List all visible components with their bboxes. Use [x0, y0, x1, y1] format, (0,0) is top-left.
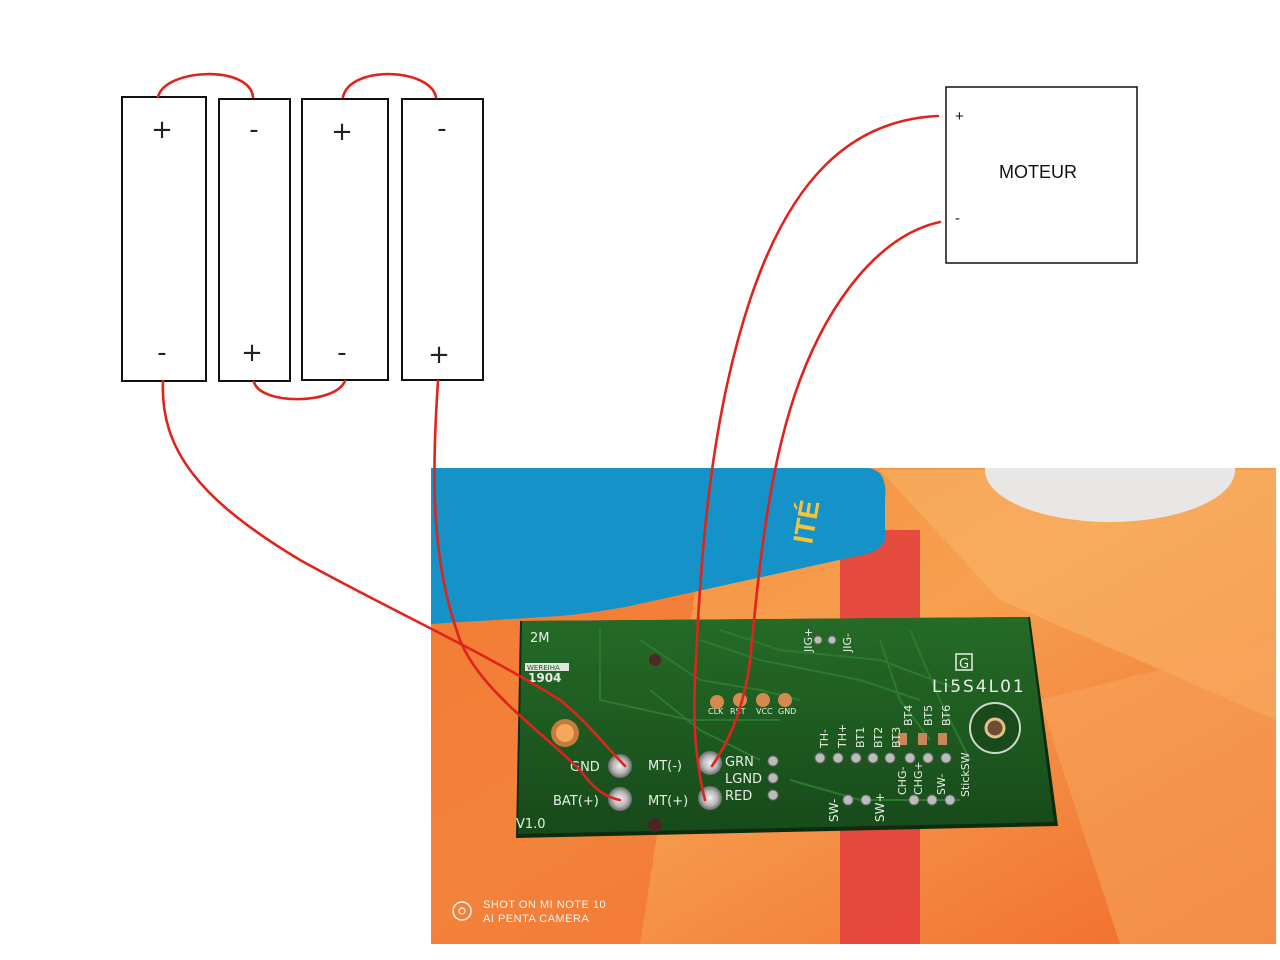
pcb-rot-label-sticksw-11: StickSW	[959, 752, 972, 797]
pcb-label-sw-plus: SW+	[873, 792, 887, 822]
wire-motor-plus	[693, 114, 940, 802]
pcb-label-jig-minus: JIG-	[841, 633, 854, 653]
pcb-label-bat-plus: BAT(+)	[553, 794, 599, 809]
camera-line-2: AI PENTA CAMERA	[483, 913, 589, 925]
wires	[156, 72, 942, 802]
pcb-label-g: G	[959, 657, 969, 672]
wire-battery-minus-to-gnd	[161, 379, 627, 768]
pcb-label-mt-plus: MT(+)	[648, 794, 688, 809]
pcb-rot-label-chg-8: CHG-	[896, 767, 909, 795]
wire-jumper-2-3	[252, 379, 347, 401]
pcb-rot-label-bt2-3: BT2	[872, 727, 885, 748]
wire-jumper-3-4	[341, 72, 438, 99]
battery-1-top: +	[151, 115, 173, 145]
pcb-label-jig-plus: JIG+	[802, 628, 815, 653]
pcb-rot-label-bt1-2: BT1	[854, 727, 867, 748]
pcb-rot-label-th-0: TH-	[818, 729, 831, 749]
pcb-photo: ITÉ	[431, 468, 1276, 944]
battery-1-bottom: -	[157, 338, 166, 368]
battery-3-bottom: -	[337, 338, 346, 368]
battery-4-top: -	[437, 114, 446, 144]
pcb-label-mt-minus: MT(-)	[648, 759, 682, 774]
camera-line-1: SHOT ON MI NOTE 10	[483, 899, 606, 911]
pcb-rot-label-bt5-6: BT5	[922, 705, 935, 726]
pcb-label-grn: GRN	[725, 755, 754, 770]
motor-plus: +	[955, 108, 964, 125]
pcb-label-2m: 2M	[530, 631, 550, 646]
battery-2-bottom: +	[241, 338, 263, 368]
pcb-rot-label-th-1: TH+	[836, 724, 849, 749]
card-text: ITÉ	[787, 498, 825, 546]
battery-1: + -	[121, 96, 207, 382]
pcb-rot-label-bt4-5: BT4	[902, 705, 915, 726]
pcb-pad-label-clk: CLK	[708, 707, 724, 716]
pcb-label-version: V1.0	[516, 817, 546, 832]
pcb-rot-label-chg-9: CHG+	[912, 761, 925, 795]
wire-battery-plus-to-bat	[433, 379, 622, 802]
blue-card	[431, 468, 886, 624]
battery-3-top: +	[331, 117, 353, 147]
battery-2: - +	[218, 98, 291, 382]
camera-watermark: SHOT ON MI NOTE 10 AI PENTA CAMERA	[452, 899, 606, 925]
pcb-label-gnd: GND	[570, 760, 600, 775]
pcb-label-date: 1904	[528, 671, 561, 685]
pcb-pad-label-vcc: VCC	[756, 707, 773, 716]
wire-jumper-1-2	[156, 72, 255, 99]
pcb-label-red: RED	[725, 789, 752, 804]
battery-4: - +	[401, 98, 484, 381]
pcb-board: 2M WEREIHA 1904 JIG+ JIG- G Li5S4L01 CLK…	[516, 617, 1058, 838]
pcb-pad-label-gnd: GND	[778, 707, 796, 716]
battery-3: + -	[301, 98, 389, 381]
battery-2-top: -	[249, 115, 258, 145]
motor-title: MOTEUR	[999, 162, 1077, 182]
pcb-label-sw-minus: SW-	[827, 799, 841, 822]
pcb-label-model: Li5S4L01	[932, 677, 1026, 697]
pcb-rot-label-bt6-7: BT6	[940, 705, 953, 726]
pcb-label-maker: WEREIHA	[527, 664, 560, 672]
pcb-rot-label-bt3-4: BT3	[890, 727, 903, 748]
motor-box: + MOTEUR -	[945, 86, 1138, 264]
motor-minus: -	[955, 210, 960, 227]
battery-4-bottom: +	[428, 340, 450, 370]
pcb-label-lgnd: LGND	[725, 772, 762, 787]
battery-pack: + - - + + - - +	[121, 96, 484, 382]
wire-motor-minus	[710, 220, 942, 768]
pcb-rot-label-sw-10: SW-	[935, 774, 948, 795]
